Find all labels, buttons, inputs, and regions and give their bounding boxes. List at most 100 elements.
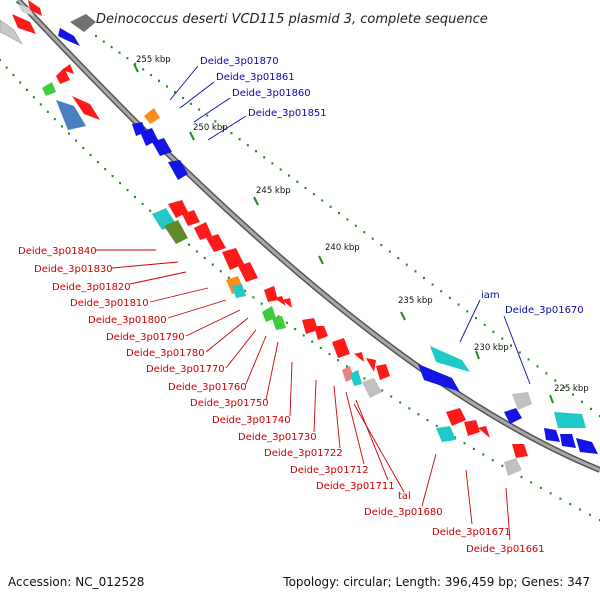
leader-bottom-6 — [205, 317, 249, 353]
outer-scale-dot — [354, 224, 357, 227]
inner-scale-dot — [539, 486, 542, 489]
labels-top: Deide_3p01870 Deide_3p01861 Deide_3p0186… — [200, 56, 584, 316]
gene-green-i1 — [42, 82, 56, 96]
label-leaders — [96, 65, 531, 541]
outer-scale-dot — [304, 186, 307, 190]
gene-label-Deide_3p01820[interactable]: Deide_3p01820 — [52, 282, 131, 293]
inner-scale-dot — [104, 168, 107, 171]
kbp-tick-255 — [133, 63, 139, 73]
gene-label-Deide_3p01780[interactable]: Deide_3p01780 — [126, 348, 205, 359]
outer-scale-dot — [166, 85, 168, 88]
outer-scale-dot — [102, 40, 105, 43]
gene-label-Deide_3p01730[interactable]: Deide_3p01730 — [238, 432, 317, 443]
gene-red-i9 — [238, 262, 258, 282]
kbp-markers: 255 kbp 250 kbp 245 kbp 240 kbp 235 kbp … — [133, 55, 589, 404]
inner-scale-dot — [188, 243, 190, 246]
outer-scale-dot — [338, 212, 340, 215]
leader-bottom-17 — [465, 469, 473, 525]
kbp-label-225: 225 kbp — [554, 384, 589, 394]
gene-label-iam[interactable]: iam — [481, 290, 500, 301]
features-inner — [42, 64, 528, 476]
kbp-tick-230 — [475, 350, 480, 360]
gene-cyan-i4 — [436, 426, 456, 442]
gene-blue-8 — [560, 434, 576, 448]
outer-scale-dot — [296, 180, 299, 183]
outer-scale-dot — [126, 57, 129, 60]
leader-top-1 — [179, 81, 215, 109]
gene-red-i18 — [376, 364, 390, 380]
outer-scale-dot — [142, 68, 145, 71]
gene-label-Deide_3p01680[interactable]: Deide_3p01680 — [364, 507, 443, 518]
inner-scale-dot — [75, 139, 78, 142]
gene-red-i13 — [302, 318, 318, 334]
gene-label-Deide_3p01740[interactable]: Deide_3p01740 — [212, 415, 291, 426]
leader-bottom-18 — [505, 487, 511, 541]
outer-scale-dot — [414, 270, 417, 273]
gene-label-Deide_3p01861[interactable]: Deide_3p01861 — [216, 72, 295, 83]
gene-label-Deide_3p01711[interactable]: Deide_3p01711 — [316, 481, 395, 492]
inner-scale-dot — [19, 81, 22, 84]
inner-scale-dot — [328, 353, 331, 356]
gene-label-Deide_3p01851[interactable]: Deide_3p01851 — [248, 108, 327, 119]
gene-label-Deide_3p01810[interactable]: Deide_3p01810 — [70, 298, 149, 309]
gene-grey-i2 — [504, 458, 522, 476]
inner-scale-dot — [390, 395, 393, 398]
outer-scale-dot — [492, 330, 495, 333]
outer-scale-dot — [371, 237, 374, 240]
inner-scale-dot — [12, 73, 15, 77]
inner-scale-dot — [491, 459, 494, 462]
gene-label-Deide_3p01722[interactable]: Deide_3p01722 — [264, 448, 343, 459]
gene-blue-6 — [504, 408, 522, 424]
outer-scale-dot — [346, 218, 349, 221]
inner-scale-dot — [119, 182, 121, 185]
plasmid-backbone-highlight — [16, 0, 600, 472]
gene-red-i20 — [464, 420, 480, 436]
inner-scale-dot — [363, 377, 366, 380]
kbp-tick-250 — [189, 131, 195, 141]
outer-scale-dot — [510, 344, 512, 347]
inner-scale-dot — [337, 359, 340, 362]
gene-label-tal[interactable]: tal — [398, 491, 411, 502]
features-corner — [0, 0, 96, 46]
gene-label-Deide_3p01800[interactable]: Deide_3p01800 — [88, 315, 167, 326]
outer-scale-dot — [590, 407, 592, 410]
gene-red-i11 — [274, 296, 286, 306]
leader-bottom-1 — [111, 261, 179, 269]
inner-scale-dot — [211, 263, 214, 266]
gene-label-Deide_3p01670[interactable]: Deide_3p01670 — [505, 305, 584, 316]
inner-scale-dot — [82, 146, 85, 149]
inner-scale-dot — [227, 276, 230, 279]
gene-label-Deide_3p01840[interactable]: Deide_3p01840 — [18, 246, 97, 257]
leader-top-0 — [169, 65, 199, 101]
outer-scale-dot — [312, 193, 315, 196]
kbp-label-230: 230 kbp — [474, 343, 509, 353]
outer-scale-dot — [230, 132, 233, 135]
outer-scale-dot — [554, 379, 557, 382]
gene-label-Deide_3p01790[interactable]: Deide_3p01790 — [106, 332, 185, 343]
kbp-label-240: 240 kbp — [325, 243, 360, 253]
inner-scale-dot — [68, 132, 70, 135]
inner-scale-dot — [252, 296, 255, 299]
gene-label-Deide_3p01661[interactable]: Deide_3p01661 — [466, 544, 545, 555]
inner-scale-dot — [244, 289, 247, 292]
gene-label-Deide_3p01760[interactable]: Deide_3p01760 — [168, 382, 247, 393]
inner-scale-dot — [319, 346, 322, 349]
outer-scale-dot — [222, 126, 225, 129]
gene-red-corner — [12, 14, 36, 34]
gene-label-Deide_3p01870[interactable]: Deide_3p01870 — [200, 56, 279, 67]
outer-scale-dot — [545, 372, 548, 375]
gene-label-Deide_3p01712[interactable]: Deide_3p01712 — [290, 465, 369, 476]
gene-red-i22 — [512, 444, 528, 458]
gene-label-Deide_3p01860[interactable]: Deide_3p01860 — [232, 88, 311, 99]
gene-label-Deide_3p01770[interactable]: Deide_3p01770 — [146, 364, 225, 375]
leader-bottom-16 — [421, 453, 437, 507]
gene-red-i5 — [182, 210, 200, 226]
leader-bottom-2 — [129, 271, 187, 285]
gene-label-Deide_3p01671[interactable]: Deide_3p01671 — [432, 527, 511, 538]
gene-red-i4 — [168, 200, 188, 218]
outer-scale-dot — [423, 276, 425, 279]
gene-label-Deide_3p01830[interactable]: Deide_3p01830 — [34, 264, 113, 275]
inner-scale-dot — [219, 270, 222, 273]
outer-scale-dot — [397, 257, 400, 260]
gene-label-Deide_3p01750[interactable]: Deide_3p01750 — [190, 398, 269, 409]
